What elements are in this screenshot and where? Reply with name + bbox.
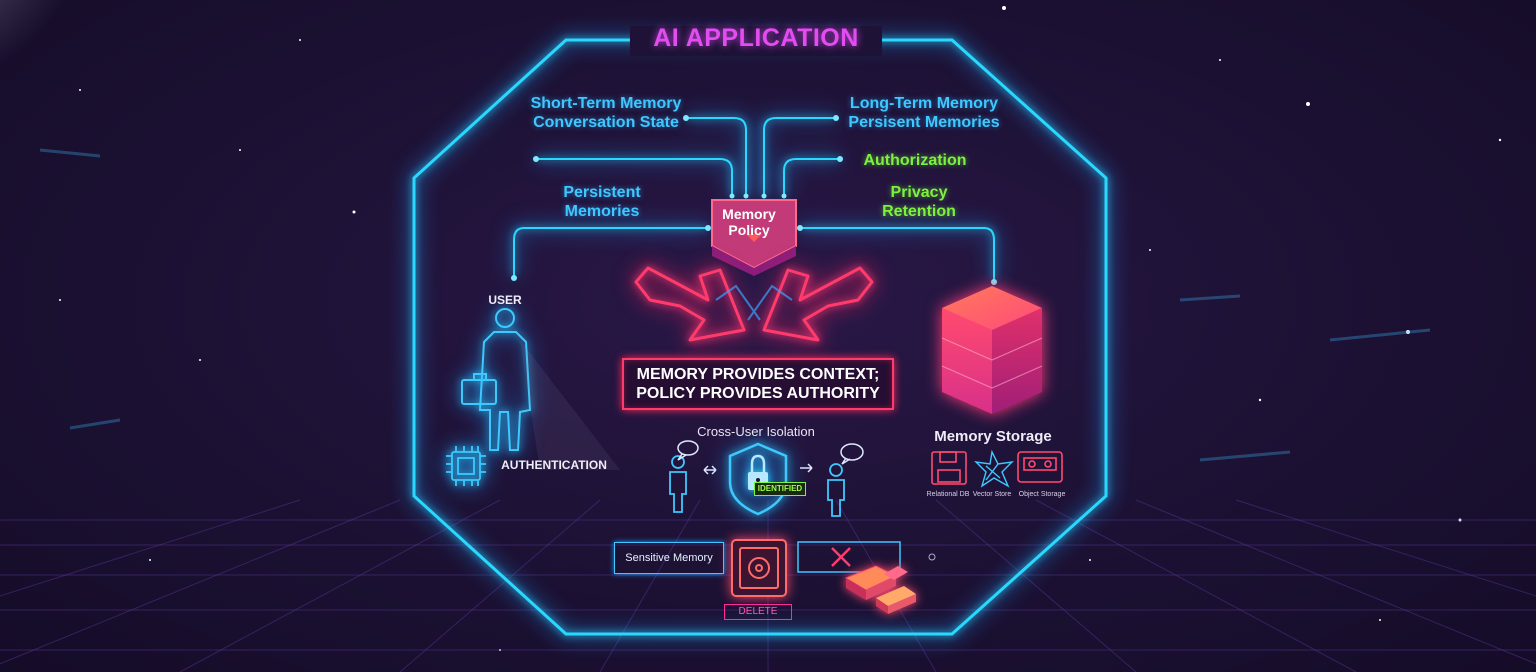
corner-haze (0, 0, 90, 90)
person-briefcase-icon (461, 308, 532, 451)
arrow-icon (703, 463, 813, 475)
star-field (59, 6, 1502, 651)
person-icon (827, 463, 845, 517)
interlock-arrows-blue (715, 284, 793, 321)
floppy-disk-icon (931, 451, 967, 485)
storage-label-vector: Vector Store (972, 491, 1012, 498)
delete-label: DELETE (724, 604, 792, 620)
cube-icon (941, 286, 1043, 414)
storage-label-relational: Relational DB (926, 491, 970, 498)
verified-badge: IDENTIFIED (754, 482, 806, 496)
x-icon (797, 541, 901, 573)
vector-star-icon (974, 449, 1014, 488)
flashlight-beam (520, 340, 620, 470)
shredded-blocks-icon (844, 565, 916, 614)
person-icon (669, 455, 687, 513)
memory-policy-shield (711, 199, 797, 276)
principle-line-1: MEMORY PROVIDES CONTEXT; (636, 366, 880, 383)
connector-nodes (511, 115, 997, 285)
sensitive-memory-box: Sensitive Memory (614, 542, 724, 574)
chip-icon (446, 446, 486, 486)
authorization-label: Authorization (863, 152, 967, 169)
principle-line-2: POLICY PROVIDES AUTHORITY (636, 385, 880, 402)
storage-label-object: Object Storage (1018, 491, 1066, 498)
small-node (928, 553, 936, 561)
memory-storage-label: Memory Storage (934, 428, 1052, 445)
speech-bubble-icon (677, 440, 864, 465)
cassette-icon (1017, 451, 1063, 483)
shield-lock-icon (728, 442, 788, 516)
principle-statement-box: MEMORY PROVIDES CONTEXT; POLICY PROVIDES… (622, 358, 894, 410)
application-boundary-octagon (412, 38, 1108, 636)
data-streaks (39, 148, 1431, 462)
safe-icon (731, 539, 787, 597)
diagram-title: AI APPLICATION (653, 24, 859, 52)
interlock-arrows (634, 266, 874, 342)
cross-user-isolation-label: Cross-User Isolation (697, 424, 815, 439)
user-label: USER (488, 293, 522, 307)
authentication-label: AUTHENTICATION (501, 458, 607, 472)
connector-lines (513, 117, 995, 280)
title-gap (630, 26, 882, 56)
